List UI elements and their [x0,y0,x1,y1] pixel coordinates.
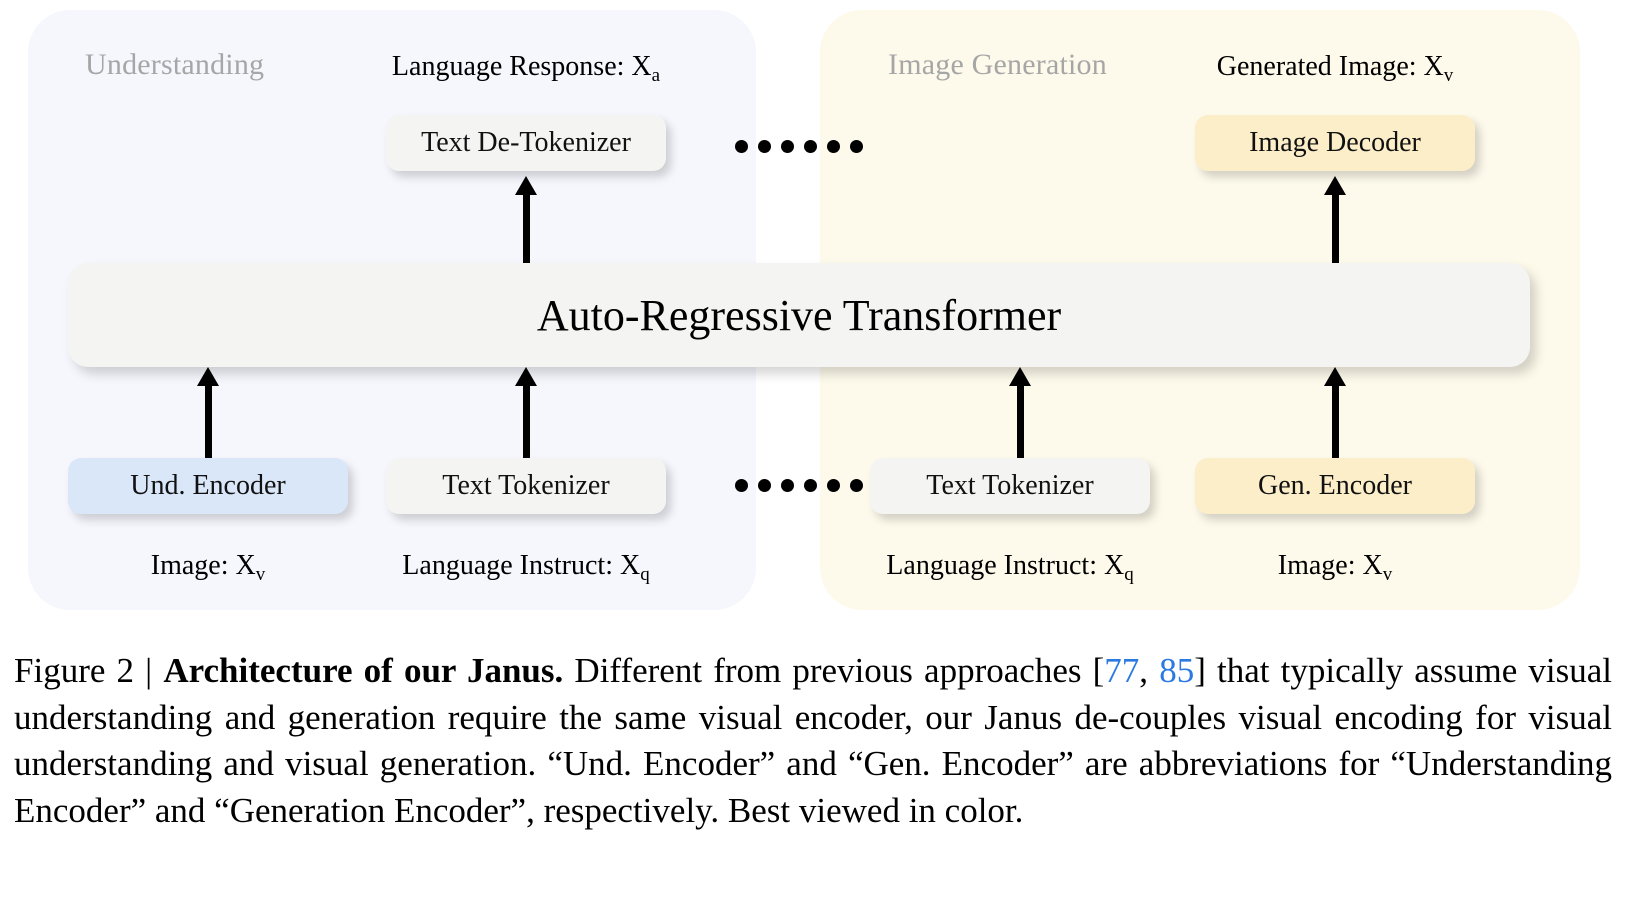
arrow-up-from-text-tokenizer-left-icon [515,367,537,458]
caption-text-part-2: ] that typically assume visual understan… [14,651,1613,830]
arrow-shaft [523,190,530,263]
box-und-encoder[interactable]: Und. Encoder [68,458,348,514]
panel-title-generation: Image Generation [888,48,1107,81]
label-image-left-subscript: v [255,564,266,585]
label-language-response-text: Language Response: X [391,51,652,82]
dot [735,479,748,492]
dot [804,140,817,153]
label-generated-image-subscript: v [1443,65,1454,86]
dot [804,479,817,492]
box-auto-regressive-transformer[interactable]: Auto-Regressive Transformer [68,263,1530,367]
dot [758,479,771,492]
caption-figure-number: Figure 2 | [14,651,164,690]
label-image-left: Image: Xv [68,550,348,585]
arrow-up-from-und-encoder-icon [197,367,219,458]
label-image-right-subscript: v [1382,564,1393,585]
figure-diagram: Understanding Image Generation Language … [68,10,1580,610]
separator-dots-top-icon [735,140,863,153]
label-image-left-text: Image: X [150,550,256,581]
label-language-instruct-right-subscript: q [1124,564,1134,585]
arrow-up-to-text-detokenizer-icon [515,176,537,263]
arrow-head [515,176,537,195]
dot [781,479,794,492]
box-image-decoder[interactable]: Image Decoder [1195,115,1475,171]
label-language-instruct-left-subscript: q [640,564,650,585]
arrow-head [1324,367,1346,386]
citation-link-85[interactable]: 85 [1159,651,1195,690]
arrow-head [197,367,219,386]
arrow-head [1324,176,1346,195]
arrow-shaft [1332,190,1339,263]
arrow-head [1009,367,1031,386]
arrow-head [515,367,537,386]
arrow-up-to-image-decoder-icon [1324,176,1346,263]
label-language-response-subscript: a [651,65,661,86]
arrow-shaft [523,381,530,458]
box-text-detokenizer[interactable]: Text De-Tokenizer [386,115,666,171]
dot [850,140,863,153]
arrow-shaft [205,381,212,458]
dot [850,479,863,492]
label-image-right: Image: Xv [1195,550,1475,585]
arrow-shaft [1332,381,1339,458]
arrow-shaft [1017,381,1024,458]
box-gen-encoder[interactable]: Gen. Encoder [1195,458,1475,514]
label-generated-image-text: Generated Image: X [1216,51,1444,82]
caption-bold-title: Architecture of our Janus. [163,651,564,690]
citation-separator: , [1139,651,1160,690]
label-language-response: Language Response: Xa [386,51,666,86]
label-image-right-text: Image: X [1277,550,1383,581]
dot [827,140,840,153]
dot [781,140,794,153]
label-language-instruct-right: Language Instruct: Xq [870,550,1150,585]
dot [758,140,771,153]
citation-link-77[interactable]: 77 [1104,651,1140,690]
dot [735,140,748,153]
label-generated-image: Generated Image: Xv [1195,51,1475,86]
box-text-tokenizer-right[interactable]: Text Tokenizer [870,458,1150,514]
dot [827,479,840,492]
box-text-tokenizer-left[interactable]: Text Tokenizer [386,458,666,514]
arrow-up-from-text-tokenizer-right-icon [1009,367,1031,458]
separator-dots-bottom-icon [735,479,863,492]
label-language-instruct-right-text: Language Instruct: X [886,550,1125,581]
label-language-instruct-left-text: Language Instruct: X [402,550,641,581]
arrow-up-from-gen-encoder-icon [1324,367,1346,458]
figure-caption: Figure 2 | Architecture of our Janus. Di… [14,648,1612,834]
panel-title-understanding: Understanding [85,48,265,81]
caption-text-part-1: Different from previous approaches [ [563,651,1105,690]
label-language-instruct-left: Language Instruct: Xq [386,550,666,585]
